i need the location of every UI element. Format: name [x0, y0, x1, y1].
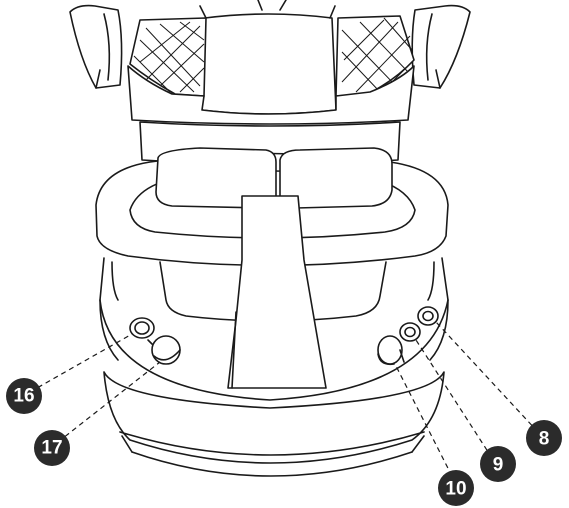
callout-8-label: 8: [539, 429, 550, 450]
callout-8: 8: [526, 420, 562, 456]
right-armrest: [411, 4, 471, 89]
callout-9: 9: [480, 446, 516, 482]
callout-10-label: 10: [445, 479, 466, 500]
leader-8: [435, 321, 539, 433]
seat-cushion: [199, 0, 337, 115]
center-footrest-stand: [227, 195, 327, 389]
leader-10: [395, 365, 457, 485]
callout-17: 17: [34, 430, 70, 466]
control-16-button: [129, 317, 155, 339]
control-10-knob: [377, 335, 405, 366]
right-quilted-panel: [335, 15, 415, 97]
leader-17: [57, 361, 161, 443]
left-armrest: [69, 4, 123, 89]
control-17-knob: [147, 335, 181, 365]
callout-17-label: 17: [41, 438, 62, 459]
leader-lines: [29, 321, 539, 485]
callout-10: 10: [438, 470, 474, 506]
left-quilted-panel: [129, 17, 207, 97]
leader-16: [29, 333, 133, 393]
callout-16-label: 16: [13, 386, 34, 407]
control-9-button: [399, 322, 421, 342]
control-8-button: [417, 306, 439, 326]
callout-9-label: 9: [493, 455, 504, 476]
callout-16: 16: [6, 378, 42, 414]
